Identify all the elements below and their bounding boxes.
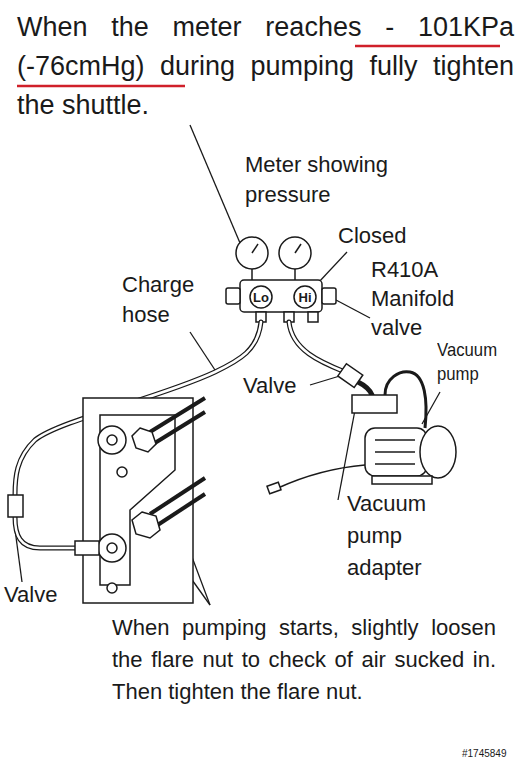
pump-cylinder — [420, 426, 456, 478]
instruction-note: When pumping starts, slightly loosen the… — [112, 612, 496, 708]
charge-hose — [15, 517, 75, 548]
callout-label: R410A Manifold valve — [371, 255, 475, 342]
leader-line — [190, 332, 215, 370]
gauge-needle — [252, 244, 258, 253]
valve-knob: Hi — [293, 285, 317, 309]
gauge-needle — [295, 244, 301, 253]
callout-label: Closed — [338, 222, 428, 250]
valve-stem — [107, 543, 117, 553]
callout-label: Valve — [243, 372, 313, 400]
underline — [17, 85, 185, 88]
hose-inner — [289, 322, 345, 372]
leader-lines — [14, 125, 440, 605]
pump-rib — [375, 451, 415, 453]
leader-line — [338, 410, 355, 500]
hose-inner — [15, 517, 75, 548]
charge-hose — [289, 322, 345, 372]
leader-line — [190, 125, 240, 243]
screw — [117, 467, 127, 477]
knob-circle — [250, 286, 272, 308]
gauge-stem — [251, 269, 253, 281]
hose-valve — [8, 495, 23, 517]
service-valve — [98, 426, 126, 454]
knob-label: Lo — [249, 285, 273, 309]
manifold-body — [240, 280, 322, 312]
underline — [355, 45, 500, 48]
title-note: When the meter reaches - 101KPa (-76cmHg… — [17, 8, 514, 125]
flare-nut — [132, 512, 160, 538]
pump-rib — [375, 439, 415, 441]
callout-label: Vacuum pump adapter — [347, 488, 441, 584]
plug — [267, 482, 281, 494]
valve-knob: Lo — [249, 285, 273, 309]
charge-hose — [358, 382, 372, 395]
callout-label: Charge hose — [122, 270, 206, 330]
pipe — [150, 478, 205, 514]
callout-label: Valve — [4, 581, 74, 609]
valve-stem — [107, 435, 117, 445]
port — [308, 312, 318, 322]
flare-nut — [132, 428, 156, 452]
screw — [107, 583, 117, 593]
leader-line — [336, 300, 370, 318]
service-valves — [75, 398, 205, 603]
pressure-gauge — [236, 237, 268, 269]
side-knob — [322, 288, 336, 304]
knob-label: Hi — [293, 285, 317, 309]
leader-line — [318, 252, 347, 283]
side-knob — [226, 288, 240, 304]
pump-motor — [365, 428, 427, 476]
pipe — [150, 412, 205, 446]
hose-valve — [338, 364, 363, 388]
power-cord — [278, 465, 365, 488]
pump-adapter — [352, 395, 397, 413]
pump-rib — [375, 463, 415, 465]
pressure-gauge — [279, 237, 311, 269]
manifold — [226, 237, 336, 322]
hose-coupler — [75, 541, 99, 555]
gauge-stem — [294, 269, 296, 281]
callout-label: Vacuum pump — [437, 338, 514, 386]
knob-circle — [294, 286, 316, 308]
callout-label: Meter showing pressure — [245, 150, 430, 210]
pump-base — [372, 476, 432, 484]
watermark: #1745849 — [462, 748, 528, 760]
service-valve — [98, 534, 126, 562]
